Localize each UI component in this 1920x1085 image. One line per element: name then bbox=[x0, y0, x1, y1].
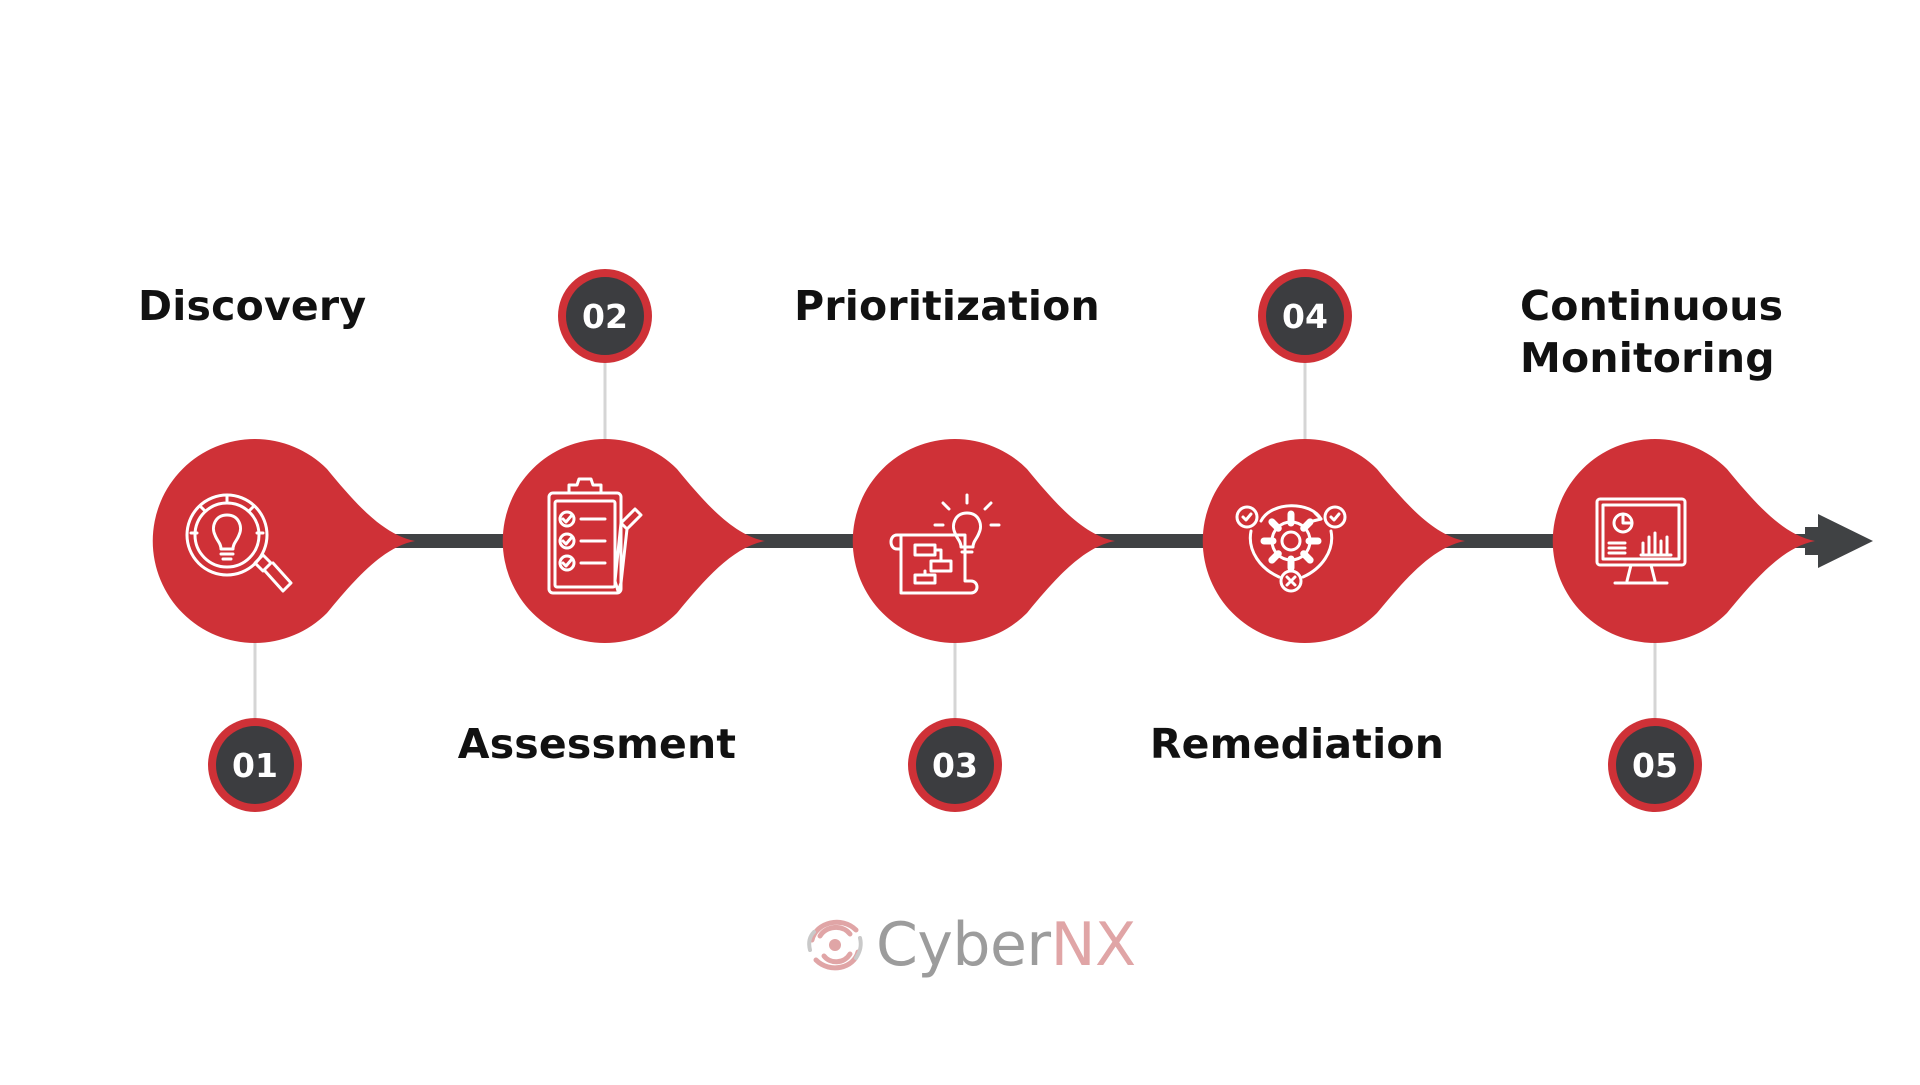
step-number: 02 bbox=[582, 297, 628, 336]
step-number-badge: 02 bbox=[558, 269, 652, 363]
clipboard-checklist-icon bbox=[547, 477, 643, 595]
step-label: Prioritization bbox=[794, 280, 1100, 332]
step-number-badge: 05 bbox=[1608, 718, 1702, 812]
step-4: 04 bbox=[1202, 269, 1465, 643]
step-number: 01 bbox=[232, 746, 278, 785]
brand-name-primary: Cyber bbox=[876, 910, 1051, 980]
timeline-arrow-head bbox=[1818, 514, 1873, 568]
step-number-badge: 04 bbox=[1258, 269, 1352, 363]
step-node bbox=[1202, 439, 1465, 643]
step-1: 01 bbox=[152, 439, 415, 812]
brand-logo: CyberNX bbox=[802, 905, 1136, 985]
step-number: 04 bbox=[1282, 297, 1328, 336]
step-label-line: Prioritization bbox=[794, 282, 1100, 330]
step-node bbox=[152, 439, 415, 643]
step-label-line: Monitoring bbox=[1520, 334, 1775, 382]
step-number-badge: 01 bbox=[208, 718, 302, 812]
step-2: 02 bbox=[502, 269, 765, 643]
step-5: 05 bbox=[1552, 439, 1815, 812]
step-number: 03 bbox=[932, 746, 978, 785]
magnifier-lightbulb-icon bbox=[185, 493, 293, 593]
step-label: Remediation bbox=[1150, 718, 1444, 770]
brand-name-accent: NX bbox=[1050, 910, 1137, 980]
monitor-dashboard-icon bbox=[1595, 497, 1687, 585]
step-node bbox=[502, 439, 765, 643]
step-label: Assessment bbox=[458, 718, 736, 770]
gear-cycle-icon bbox=[1235, 504, 1347, 593]
brand-name: CyberNX bbox=[876, 910, 1136, 980]
swirl-logo-icon bbox=[807, 919, 863, 971]
step-label-line: Continuous bbox=[1520, 282, 1784, 330]
step-label: Discovery bbox=[138, 280, 366, 332]
step-label-line: Remediation bbox=[1149, 720, 1445, 768]
step-number-badge: 03 bbox=[908, 718, 1002, 812]
step-3: 03 bbox=[852, 439, 1115, 812]
document-lightbulb-icon bbox=[889, 493, 1001, 595]
step-label-line: Discovery bbox=[138, 282, 367, 330]
step-number: 05 bbox=[1632, 746, 1678, 785]
step-label-line: Assessment bbox=[457, 720, 737, 768]
